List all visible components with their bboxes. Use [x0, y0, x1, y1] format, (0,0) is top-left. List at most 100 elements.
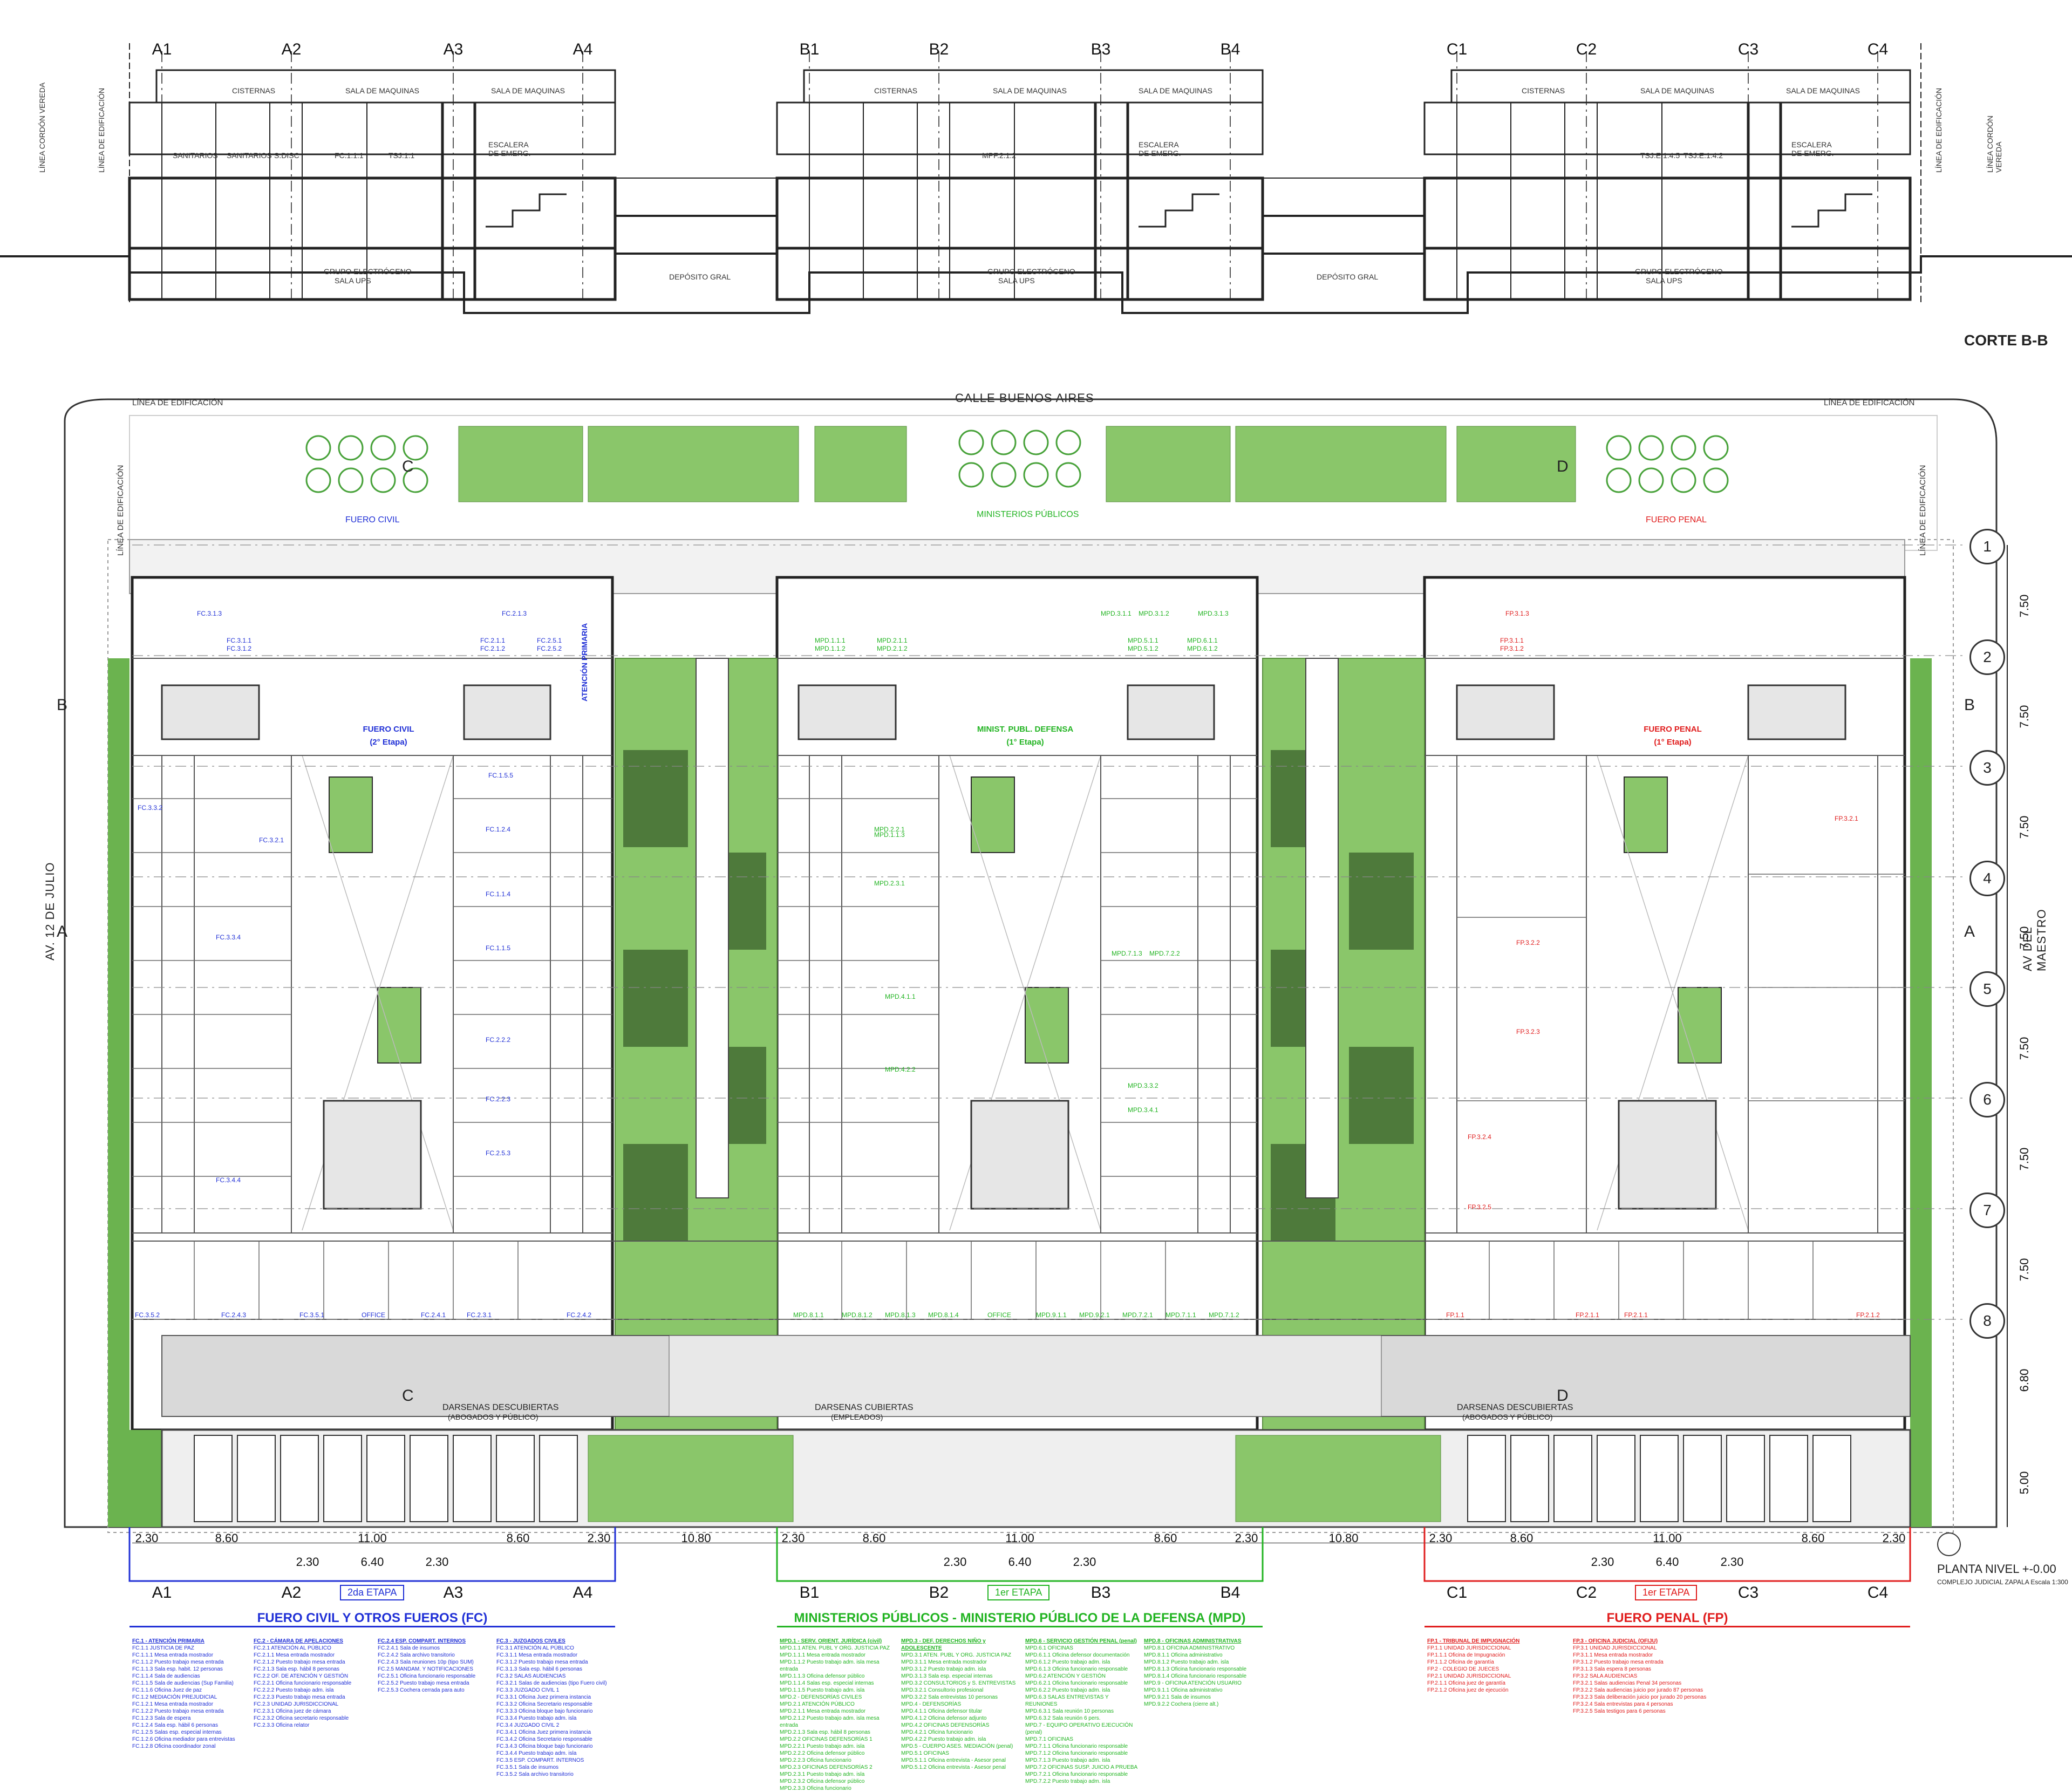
plan-grid-a3: A3: [443, 1584, 464, 1602]
section-room-ups-c: SALA UPS: [1646, 276, 1682, 285]
legend-item: FC.1.2.5 Salas esp. especial internas: [132, 1729, 222, 1735]
section-left-edge-2: LÍNEA CORDÓN VEREDA: [38, 82, 46, 173]
legend-item: FC.2.2.2 Puesto trabajo adm. isla: [254, 1687, 334, 1693]
legend-item: MPD.7.2.2 Puesto trabajo adm. isla: [1025, 1779, 1110, 1784]
legend-item: FP.1.1.1 Oficina de Impugnación: [1427, 1652, 1505, 1658]
legend-item: FC.1.2.1 Mesa entrada mostrador: [132, 1701, 214, 1707]
street-top: CALLE BUENOS AIRES: [955, 391, 1094, 405]
module-title-fp: FUERO PENAL (1° Etapa): [1630, 723, 1716, 749]
plan-drawing: [64, 398, 2008, 1543]
section-grid-a4: A4: [572, 40, 593, 58]
legend-item: MPD.5.1.1 Oficina entrevista - Asesor pe…: [901, 1757, 1006, 1763]
legend-item: MPD.6.1.3 Oficina funcionario responsabl…: [1025, 1666, 1128, 1672]
legend-item: FC.1.1.1 Mesa entrada mostrador: [132, 1652, 214, 1658]
room-fc-office: OFFICE: [362, 1311, 385, 1319]
room-mpd611: MPD.6.1.1: [1187, 637, 1218, 644]
room-mpd711: MPD.7.1.1: [1166, 1311, 1196, 1319]
room-mpd512: MPD.5.1.2: [1128, 645, 1158, 652]
legend-item: MPD.4.1.2 Oficina defensor adjunto: [901, 1715, 987, 1721]
section-room-maquinas-b2: SALA DE MAQUINAS: [1139, 86, 1212, 95]
section-room-tsj11: TSJ.1.1: [388, 151, 415, 160]
room-fc321: FC.3.2.1: [259, 836, 284, 844]
legend-item: MPD.1.1 ATEN. PUBL Y ORG. JUSTICIA PAZ: [780, 1645, 890, 1651]
legend-item: FC.3.4.3 Oficina bloque bajo funcionario: [496, 1743, 593, 1749]
section-room-cisternas: CISTERNAS: [232, 86, 276, 95]
room-fc213: FC.2.1.3: [502, 610, 527, 617]
row-bubble-7: 7: [1969, 1193, 2005, 1228]
room-fc211: FC.2.1.1: [480, 637, 506, 644]
legend-heading: FC.3 - JUZGADOS CIVILES: [496, 1638, 565, 1644]
room-mpd722: MPD.7.2.2: [1149, 950, 1180, 957]
legend-item: MPD.1.1.3 Oficina defensor público: [780, 1673, 865, 1679]
section-grid-c3: C3: [1737, 40, 1759, 58]
col-dim-3: 8.60: [506, 1531, 530, 1545]
room-mpd111: MPD.1.1.1: [815, 637, 846, 644]
room-fc222: FC.2.2.2: [486, 1036, 511, 1044]
legend-item: FC.2.5.1 Oficina funcionario responsable: [378, 1673, 476, 1679]
row-dim-8: 6.80: [2018, 1368, 2031, 1392]
room-fp324: FP.3.2.4: [1468, 1133, 1491, 1141]
room-fp311: FP.3.1.1: [1500, 637, 1524, 644]
plan-grid-a2: A2: [281, 1584, 302, 1602]
section-grid-a2: A2: [281, 40, 302, 58]
room-fc352: FC.3.5.2: [135, 1311, 160, 1319]
room-fc332: FC.3.3.2: [138, 804, 163, 812]
legend-item: MPD.7.1 OFICINAS: [1025, 1736, 1073, 1742]
row-dim-9: 5.00: [2018, 1471, 2031, 1495]
section-grid-b4: B4: [1220, 40, 1241, 58]
room-fp325: FP.3.2.5: [1468, 1203, 1491, 1211]
section-mark-d-top: D: [1557, 458, 1569, 475]
legend-item: FC.3.1 ATENCIÓN AL PÚBLICO: [496, 1645, 574, 1651]
legend-item: FC.3.5.2 Sala archivo transitorio: [496, 1771, 574, 1777]
room-mpd332: MPD.3.3.2: [1128, 1082, 1158, 1089]
legend-item: MPD.6.1 OFICINAS: [1025, 1645, 1073, 1651]
col-dim-8: 11.00: [1005, 1531, 1034, 1545]
legend-item: FP.3.1.3 Sala espera 8 personas: [1573, 1666, 1651, 1672]
section-grid-b3: B3: [1090, 40, 1111, 58]
room-fp312: FP.3.1.2: [1500, 645, 1524, 652]
edge-label-left: LÍNEA DE EDIFICACIÓN: [116, 465, 125, 556]
row-bubble-5: 5: [1969, 971, 2005, 1007]
legend-item: FP.2 - COLEGIO DE JUECES: [1427, 1666, 1500, 1672]
legend-item: MPD.4 - DEFENSORÍAS: [901, 1701, 962, 1707]
room-fc251: FC.2.5.1: [537, 637, 562, 644]
module-title-mpd-stage: (1° Etapa): [1006, 738, 1044, 747]
plan-title: PLANTA NIVEL +-0.00: [1937, 1562, 2056, 1576]
plan-subtitle: COMPLEJO JUDICIAL ZAPALA Escala 1:300: [1937, 1578, 2068, 1586]
edge-label-top-left: LÍNEA DE EDIFICACIÓN: [132, 398, 223, 407]
edge-label-right: LÍNEA DE EDIFICACIÓN: [1918, 465, 1927, 556]
legend-item: FC.1.1.2 Puesto trabajo mesa entrada: [132, 1659, 224, 1665]
room-fc334: FC.3.3.4: [216, 934, 241, 941]
sub-dim-0: 2.30: [296, 1555, 319, 1569]
legend-item: FC.2.1.3 Sala esp. hábil 8 personas: [254, 1666, 339, 1672]
legend-item: FC.3.1.3 Sala esp. hábil 6 personas: [496, 1666, 582, 1672]
module-title-fc-name: FUERO CIVIL: [363, 725, 414, 734]
legend-mpd: MPD.1 - SERV. ORIENT. JURÍDICA (civil)MP…: [780, 1638, 1260, 1791]
section-grid-a3: A3: [443, 40, 464, 58]
room-mpd311: MPD.3.1.1: [1101, 610, 1132, 617]
room-fc241: FC.2.4.1: [421, 1311, 446, 1319]
legend-item: FC.1.1 JUSTICIA DE PAZ: [132, 1645, 194, 1651]
section-room-deposito-b: DEPÓSITO GRAL: [1317, 272, 1379, 281]
col-dim-9: 8.60: [1154, 1531, 1177, 1545]
legend-heading: MPD.3 - DEF. DERECHOS NIÑO y ADOLESCENTE: [901, 1638, 986, 1651]
section-room-mpf212: MPF.2.1.2: [982, 151, 1017, 160]
section-drawing: [0, 43, 2072, 314]
room-fc114: FC.1.1.4: [486, 890, 511, 898]
legend-item: FC.2.2.1 Oficina funcionario responsable: [254, 1680, 352, 1686]
legend-item: MPD.7.1.3 Puesto trabajo adm. isla: [1025, 1757, 1110, 1763]
section-left-edge-1: LÍNEA DE EDIFICACIÓN: [97, 87, 106, 173]
room-fc344: FC.3.4.4: [216, 1176, 241, 1184]
row-dim-5: 7.50: [2018, 1037, 2031, 1060]
room-mpd813: MPD.8.1.3: [885, 1311, 916, 1319]
legend-item: FC.3.5 ESP. COMPART. INTERNOS: [496, 1757, 584, 1763]
legend-item: MPD.1.1.5 Puesto trabajo adm. isla: [780, 1687, 865, 1693]
etapa-mpd: 1er ETAPA: [987, 1585, 1050, 1600]
room-mpd-office: OFFICE: [987, 1311, 1011, 1319]
room-mpd811: MPD.8.1.1: [793, 1311, 824, 1319]
legend-item: FC.1.2.2 Puesto trabajo mesa entrada: [132, 1708, 224, 1714]
legend-item: MPD.6.3.2 Sala reunión 6 pers.: [1025, 1715, 1101, 1721]
module-title-fc: FUERO CIVIL (2° Etapa): [345, 723, 432, 749]
section-grid-c4: C4: [1867, 40, 1889, 58]
legend-heading: MPD.8 - OFICINAS ADMINISTRATIVAS: [1144, 1638, 1242, 1644]
